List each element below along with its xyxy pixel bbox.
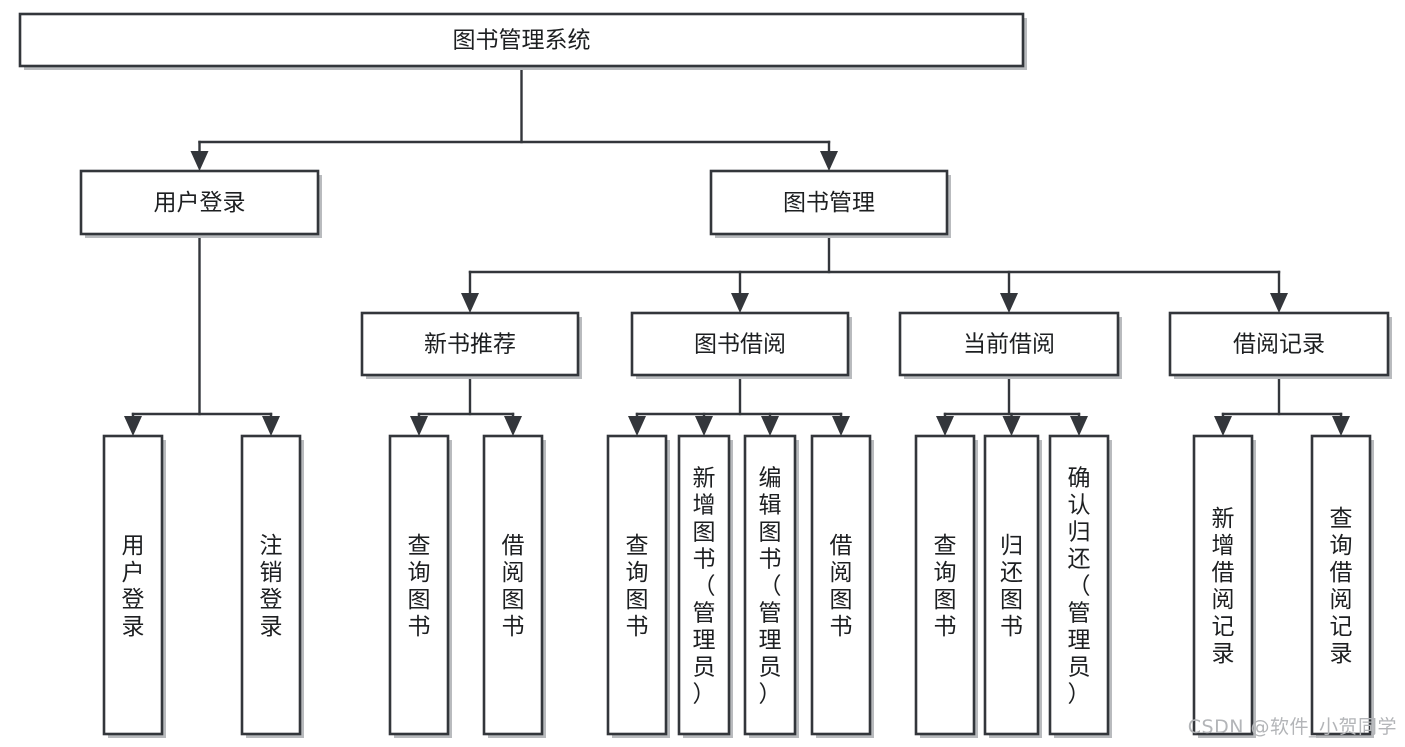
node-box-leaf-query-record[interactable]	[1310, 434, 1372, 736]
node-leaf-add-book[interactable]: 新增图书（管理员）	[677, 434, 733, 738]
arrow-head-icon	[1000, 293, 1018, 313]
node-new-book-rec[interactable]: 新书推荐	[360, 311, 582, 379]
node-leaf-return-book[interactable]: 归还图书	[983, 434, 1042, 738]
arrow-head-icon	[628, 416, 646, 436]
node-box-book-manage[interactable]	[709, 169, 949, 236]
watermark-label: CSDN @软件_小贺同学	[1187, 716, 1397, 738]
node-label-book-manage: 图书管理	[783, 190, 875, 216]
node-label-leaf-logout: 注销登录	[260, 533, 283, 640]
node-box-leaf-add-record[interactable]	[1192, 434, 1254, 736]
node-leaf-edit-book[interactable]: 编辑图书（管理员）	[743, 434, 799, 738]
node-label-leaf-add-book: 新增图书（管理员）	[693, 466, 716, 708]
node-label-leaf-user-login: 用户登录	[122, 533, 145, 640]
node-label-leaf-confirm-return: 确认归还（管理员）	[1068, 466, 1091, 708]
arrow-head-icon	[761, 416, 779, 436]
node-layer: 图书管理系统用户登录图书管理新书推荐图书借阅当前借阅借阅记录用户登录注销登录查询…	[18, 12, 1392, 738]
connector-layer	[124, 64, 1350, 436]
arrow-head-icon	[695, 416, 713, 436]
node-box-borrow-record[interactable]	[1168, 311, 1390, 377]
node-leaf-query-book-2[interactable]: 查询图书	[606, 434, 670, 738]
arrow-head-icon	[820, 151, 838, 171]
node-leaf-add-record[interactable]: 新增借阅记录	[1192, 434, 1256, 738]
node-leaf-borrow-book-2[interactable]: 借阅图书	[810, 434, 874, 738]
node-box-current-borrow[interactable]	[898, 311, 1120, 377]
node-leaf-query-record[interactable]: 查询借阅记录	[1310, 434, 1374, 738]
arrow-head-icon	[124, 416, 142, 436]
arrow-head-icon	[731, 293, 749, 313]
node-label-new-book-rec: 新书推荐	[424, 332, 516, 358]
arrow-head-icon	[1270, 293, 1288, 313]
node-label-root: 图书管理系统	[453, 28, 591, 54]
node-leaf-logout[interactable]: 注销登录	[240, 434, 304, 738]
arrow-head-icon	[190, 151, 209, 171]
node-label-leaf-return-book: 归还图书	[1000, 533, 1023, 640]
node-leaf-query-book-3[interactable]: 查询图书	[914, 434, 978, 738]
node-label-leaf-query-book-2: 查询图书	[626, 533, 649, 640]
node-box-book-borrow[interactable]	[630, 311, 850, 377]
node-label-user-login: 用户登录	[154, 190, 246, 216]
node-box-leaf-query-book-2[interactable]	[606, 434, 668, 736]
node-label-leaf-query-book-1: 查询图书	[408, 533, 431, 640]
node-label-leaf-add-record: 新增借阅记录	[1212, 506, 1235, 667]
node-root[interactable]: 图书管理系统	[18, 12, 1027, 70]
node-box-leaf-query-book-1[interactable]	[388, 434, 450, 736]
arrow-head-icon	[832, 416, 850, 436]
node-user-login[interactable]: 用户登录	[79, 169, 322, 238]
node-box-leaf-borrow-book-1[interactable]	[482, 434, 544, 736]
node-box-leaf-return-book[interactable]	[983, 434, 1040, 736]
node-label-borrow-record: 借阅记录	[1233, 332, 1325, 358]
node-label-leaf-query-record: 查询借阅记录	[1330, 506, 1353, 667]
node-box-leaf-confirm-return[interactable]	[1048, 434, 1110, 736]
node-label-leaf-borrow-book-2: 借阅图书	[830, 533, 853, 640]
node-book-borrow[interactable]: 图书借阅	[630, 311, 852, 379]
node-box-leaf-user-login[interactable]	[102, 434, 164, 736]
node-label-leaf-borrow-book-1: 借阅图书	[502, 533, 525, 640]
arrow-head-icon	[410, 416, 428, 436]
node-leaf-query-book-1[interactable]: 查询图书	[388, 434, 452, 738]
arrow-head-icon	[1070, 416, 1088, 436]
node-box-user-login[interactable]	[79, 169, 320, 236]
node-label-leaf-edit-book: 编辑图书（管理员）	[759, 466, 782, 708]
arrow-head-icon	[936, 416, 954, 436]
node-box-leaf-add-book[interactable]	[677, 434, 731, 736]
node-label-book-borrow: 图书借阅	[694, 332, 786, 358]
node-label-leaf-query-book-3: 查询图书	[934, 533, 957, 640]
node-borrow-record[interactable]: 借阅记录	[1168, 311, 1392, 379]
node-box-new-book-rec[interactable]	[360, 311, 580, 377]
node-book-manage[interactable]: 图书管理	[709, 169, 951, 238]
node-box-root[interactable]	[18, 12, 1025, 68]
node-leaf-borrow-book-1[interactable]: 借阅图书	[482, 434, 546, 738]
node-box-leaf-logout[interactable]	[240, 434, 302, 736]
arrow-head-icon	[1214, 416, 1232, 436]
arrow-head-icon	[262, 416, 280, 436]
node-box-leaf-query-book-3[interactable]	[914, 434, 976, 736]
node-leaf-confirm-return[interactable]: 确认归还（管理员）	[1048, 434, 1112, 738]
node-current-borrow[interactable]: 当前借阅	[898, 311, 1122, 379]
arrow-head-icon	[461, 293, 479, 313]
arrow-head-icon	[504, 416, 522, 436]
arrow-head-icon	[1332, 416, 1350, 436]
node-label-current-borrow: 当前借阅	[963, 332, 1055, 358]
node-box-leaf-edit-book[interactable]	[743, 434, 797, 736]
node-box-leaf-borrow-book-2[interactable]	[810, 434, 872, 736]
node-leaf-user-login[interactable]: 用户登录	[102, 434, 166, 738]
arrow-head-icon	[1002, 416, 1021, 436]
